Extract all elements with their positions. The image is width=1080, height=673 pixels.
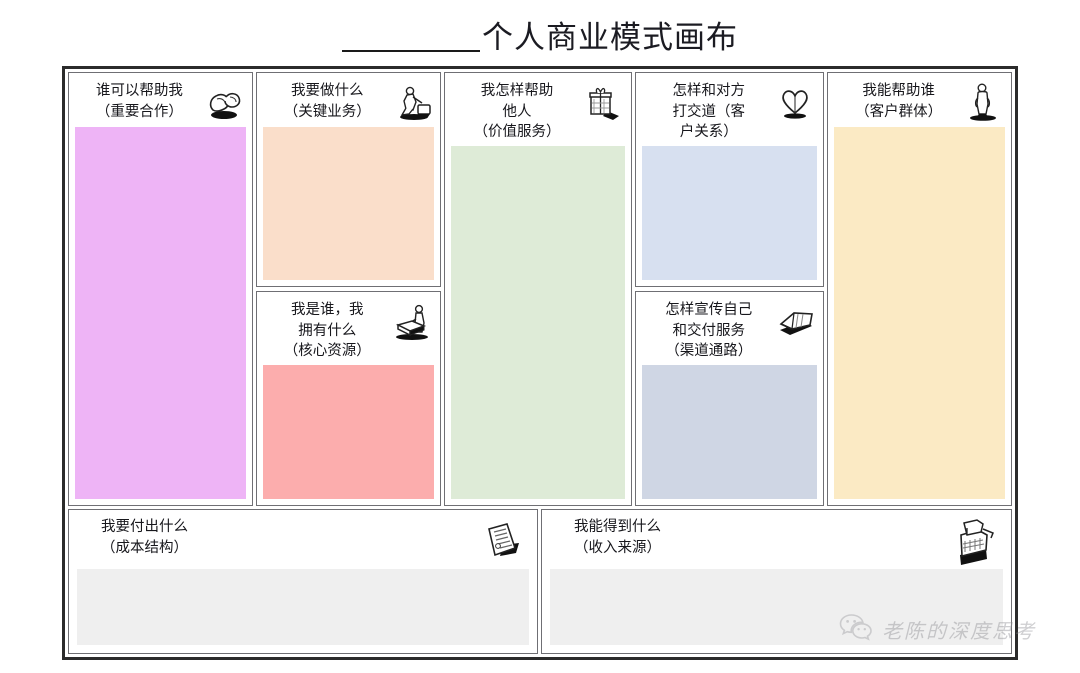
canvas-bottom-section: 我要付出什么 （成本结构） 我能得到什么 （收入来源） — [65, 509, 1015, 657]
cell-fill-customer-segments[interactable] — [834, 127, 1005, 499]
cell-title-value-proposition: 我怎样帮助 他人 （价值服务） — [473, 83, 561, 141]
cell-fill-key-activities[interactable] — [262, 127, 434, 280]
cell-title-key-partners: 谁可以帮助我 （重要合作） — [95, 83, 183, 120]
page-title: 个人商业模式画布 — [0, 6, 1080, 62]
column-key-activities-resources: 我要做什么 （关键业务） — [255, 72, 441, 506]
cell-title-revenue-streams: 我能得到什么 （收入来源） — [574, 519, 661, 557]
cell-title-channels: 怎样宣传自己 和交付服务 （渠道通路） — [665, 302, 753, 360]
cell-fill-key-resources[interactable] — [262, 364, 434, 499]
cell-title-key-resources: 我是谁，我 拥有什么 （核心资源） — [283, 302, 371, 360]
cell-header: 我怎样帮助 他人 （价值服务） — [445, 73, 632, 146]
cell-key-activities[interactable]: 我要做什么 （关键业务） — [255, 72, 441, 287]
cell-title-key-activities: 我要做什么 （关键业务） — [283, 83, 371, 120]
handshake-icon — [203, 82, 245, 124]
cell-header: 我能帮助谁 （客户群体） — [828, 73, 1011, 127]
business-model-canvas: 谁可以帮助我 （重要合作） — [62, 66, 1018, 660]
column-customer-relations-channels: 怎样和对方 打交道（客 户关系） 怎样宣传自己 和交付服务 （渠道通路） — [635, 72, 825, 506]
cell-key-resources[interactable]: 我是谁，我 拥有什么 （核心资源） — [255, 291, 441, 506]
cell-fill-revenue-streams[interactable] — [550, 569, 1003, 645]
cell-header: 怎样宣传自己 和交付服务 （渠道通路） — [636, 292, 823, 365]
cell-channels[interactable]: 怎样宣传自己 和交付服务 （渠道通路） — [635, 291, 825, 506]
title-blank-line — [342, 26, 480, 52]
cell-header: 怎样和对方 打交道（客 户关系） — [636, 73, 823, 146]
cell-revenue-streams[interactable]: 我能得到什么 （收入来源） — [541, 509, 1012, 654]
cell-title-cost-structure: 我要付出什么 （成本结构） — [101, 519, 188, 557]
cell-header: 我能得到什么 （收入来源） — [542, 510, 1011, 569]
cell-fill-key-partners[interactable] — [75, 127, 246, 499]
invoice-icon — [473, 515, 525, 567]
heart-icon — [774, 82, 816, 124]
column-customer-segments: 我能帮助谁 （客户群体） — [827, 72, 1012, 506]
person-standing-icon — [962, 82, 1004, 124]
cell-key-partners[interactable]: 谁可以帮助我 （重要合作） — [68, 72, 253, 506]
cell-fill-customer-relations[interactable] — [642, 145, 818, 280]
cell-title-customer-relations: 怎样和对方 打交道（客 户关系） — [672, 83, 746, 141]
page-title-text: 个人商业模式画布 — [482, 19, 738, 56]
cell-fill-channels[interactable] — [642, 364, 818, 499]
person-resources-icon — [391, 301, 433, 343]
gift-icon — [582, 82, 624, 124]
cell-header: 我要付出什么 （成本结构） — [69, 510, 537, 569]
cell-header: 我是谁，我 拥有什么 （核心资源） — [257, 292, 440, 365]
cell-header: 我要做什么 （关键业务） — [257, 73, 440, 127]
cell-cost-structure[interactable]: 我要付出什么 （成本结构） — [68, 509, 538, 654]
canvas-top-section: 谁可以帮助我 （重要合作） — [65, 69, 1015, 509]
cell-customer-relations[interactable]: 怎样和对方 打交道（客 户关系） — [635, 72, 825, 287]
cell-fill-cost-structure[interactable] — [77, 569, 529, 645]
cell-fill-value-proposition[interactable] — [450, 145, 626, 499]
cell-customer-segments[interactable]: 我能帮助谁 （客户群体） — [827, 72, 1012, 506]
cell-title-customer-segments: 我能帮助谁 （客户群体） — [855, 83, 943, 120]
cash-register-icon — [947, 515, 999, 567]
column-value-proposition: 我怎样帮助 他人 （价值服务） — [443, 72, 633, 506]
cell-value-proposition[interactable]: 我怎样帮助 他人 （价值服务） — [443, 72, 633, 506]
megaphone-icon — [774, 301, 816, 343]
cell-header: 谁可以帮助我 （重要合作） — [69, 73, 252, 127]
column-key-partners: 谁可以帮助我 （重要合作） — [68, 72, 253, 506]
worker-icon — [391, 82, 433, 124]
